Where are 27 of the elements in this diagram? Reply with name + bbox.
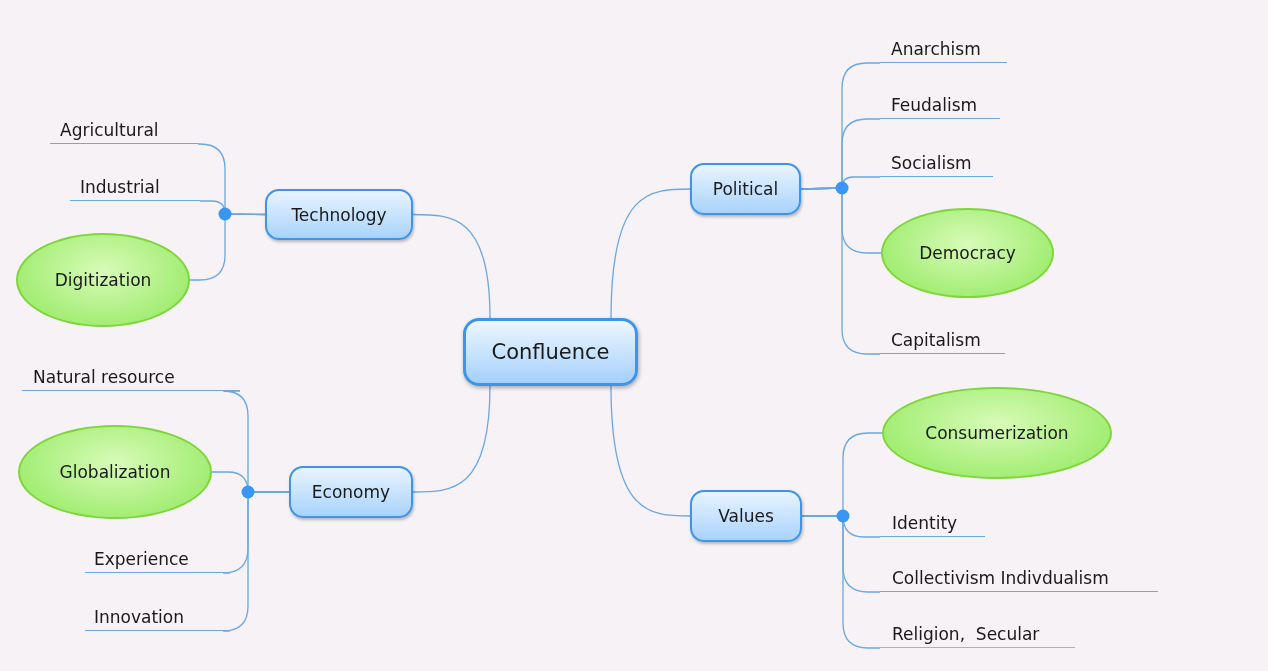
connector-line <box>610 385 691 517</box>
connector-line <box>189 213 266 281</box>
subtopic-label: Natural resource <box>22 361 240 391</box>
highlight-ellipse: Digitization <box>16 233 190 327</box>
topic-box: Values <box>690 490 802 542</box>
subtopic-label: Collectivism Indivdualism <box>880 562 1158 592</box>
subtopic-label: Experience <box>85 543 230 573</box>
connector-line <box>610 188 691 319</box>
topic-box: Political <box>690 163 801 215</box>
subtopic-label: Feudalism <box>880 89 1000 119</box>
subtopic-label: Innovation <box>85 601 230 631</box>
connector-line <box>412 213 491 319</box>
subtopic-label: Capitalism <box>880 324 1005 354</box>
subtopic-label: Industrial <box>70 171 200 201</box>
topic-box: Economy <box>289 466 413 518</box>
subtopic-label: Socialism <box>880 147 993 177</box>
connector-line <box>412 385 491 493</box>
highlight-ellipse: Consumerization <box>882 387 1112 479</box>
highlight-ellipse: Globalization <box>18 425 212 519</box>
subtopic-label: Identity <box>880 507 985 537</box>
central-topic-box: Confluence <box>463 318 638 386</box>
connector-line <box>800 187 881 355</box>
topic-box: Technology <box>265 189 413 240</box>
subtopic-label: Religion, Secular <box>880 618 1075 648</box>
subtopic-label: Agricultural <box>50 114 198 144</box>
subtopic-label: Anarchism <box>880 33 1007 63</box>
highlight-ellipse: Democracy <box>881 208 1054 298</box>
